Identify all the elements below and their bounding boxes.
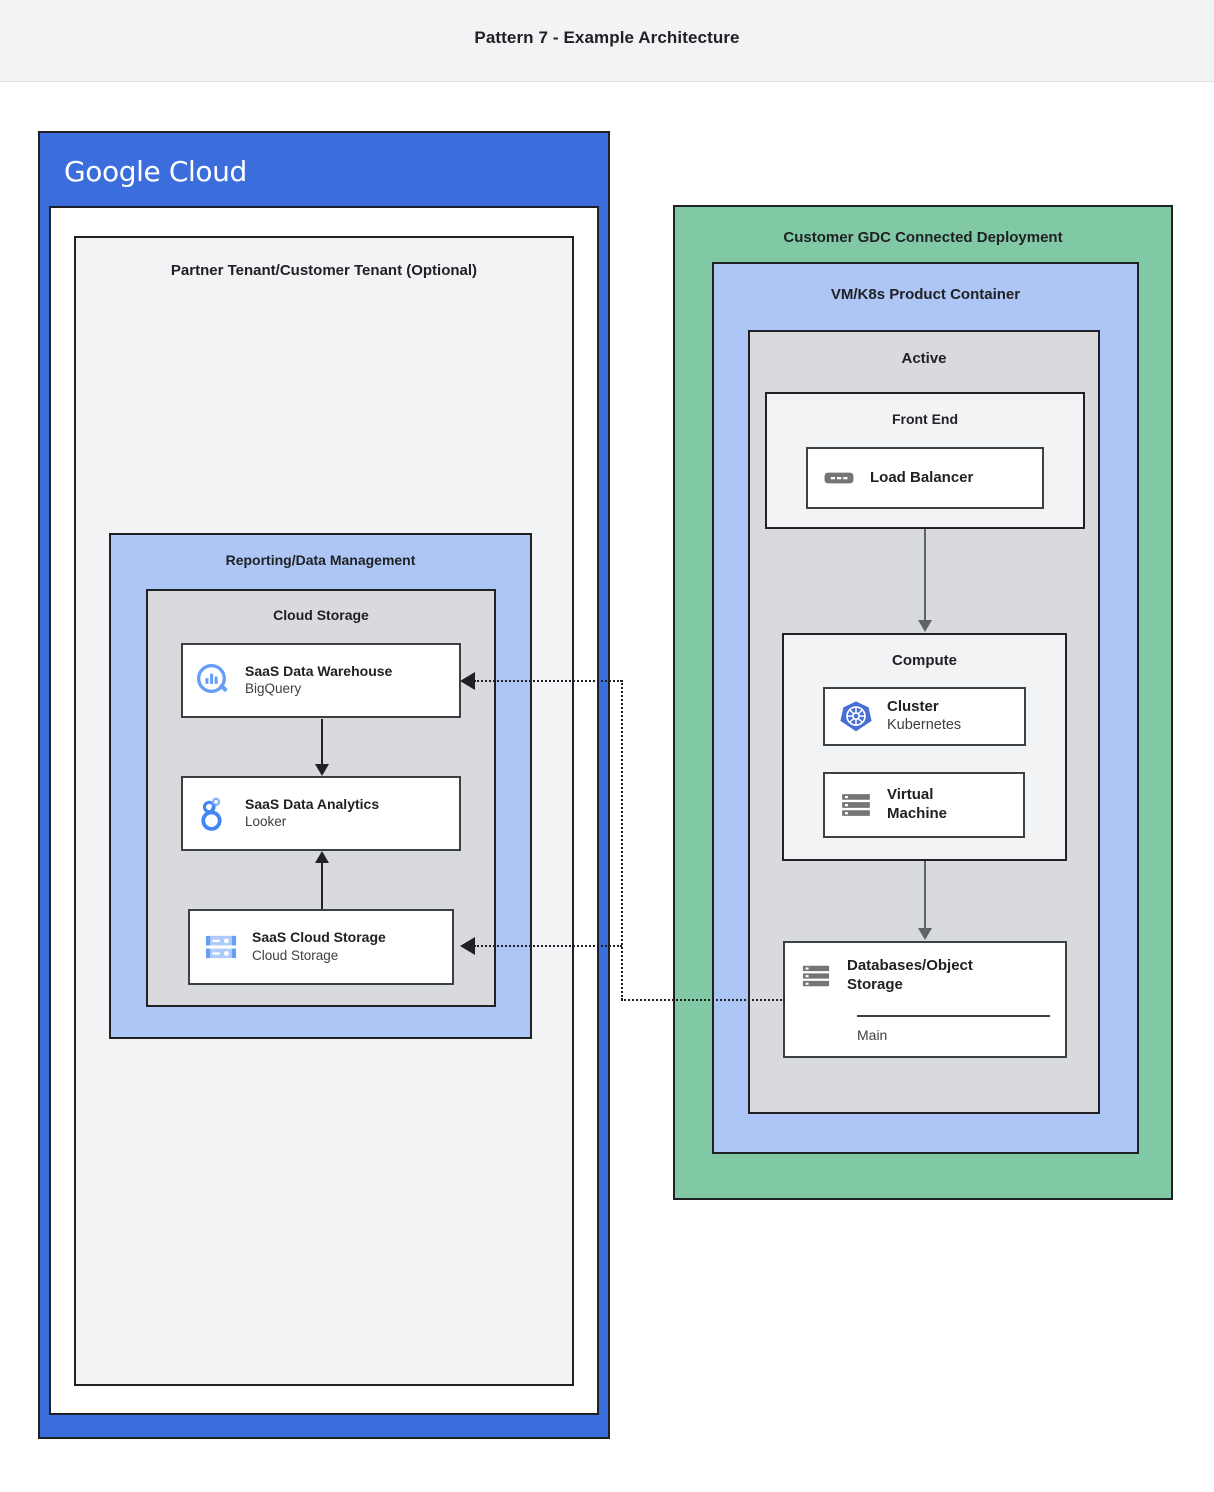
page-title: Pattern 7 - Example Architecture: [474, 28, 740, 47]
card-title-line2: Machine: [887, 805, 948, 822]
card-text: SaaS Data Warehouse BigQuery: [245, 663, 392, 698]
load-balancer-icon: [816, 461, 862, 495]
card-cluster-kubernetes[interactable]: Cluster Kubernetes: [823, 687, 1026, 746]
card-title: SaaS Cloud Storage: [252, 929, 386, 946]
card-text: SaaS Cloud Storage Cloud Storage: [252, 929, 386, 964]
card-divider: [857, 1015, 1050, 1017]
customer-gdc-label: Customer GDC Connected Deployment: [783, 229, 1063, 246]
card-title: Cluster: [887, 697, 939, 715]
virtual-machine-icon: [833, 788, 879, 822]
cloud-storage-icon: [198, 928, 244, 966]
card-title: Load Balancer: [870, 468, 974, 486]
card-subtitle: Looker: [245, 814, 287, 830]
card-text: Load Balancer: [870, 469, 973, 488]
title-bar: Pattern 7 - Example Architecture: [0, 0, 1214, 82]
reporting-data-management-label: Reporting/Data Management: [225, 552, 416, 568]
connector-db-to-cloud-storage-horizontal: [474, 945, 622, 947]
card-title-line2: Storage: [847, 975, 903, 993]
partner-tenant-label: Partner Tenant/Customer Tenant (Optional…: [170, 262, 478, 279]
connector-vertical-riser: [621, 680, 623, 1000]
card-text: SaaS Data Analytics Looker: [245, 796, 379, 831]
google-cloud-logo-google: Google: [64, 155, 161, 188]
compute-label: Compute: [892, 652, 957, 669]
card-title: Databases/Object: [847, 957, 973, 974]
card-title: SaaS Data Analytics: [245, 795, 380, 812]
connector-db-to-cloud-storage-arrowhead: [460, 937, 475, 955]
google-cloud-logo: Google Cloud: [64, 155, 247, 188]
card-subtitle: Cloud Storage: [252, 947, 339, 963]
card-saas-data-analytics[interactable]: SaaS Data Analytics Looker: [181, 776, 461, 851]
cloud-storage-group-label: Cloud Storage: [273, 607, 369, 623]
card-load-balancer[interactable]: Load Balancer: [806, 447, 1044, 509]
connector-database-to-riser-horizontal: [621, 999, 785, 1001]
card-text: Databases/Object Storage: [847, 957, 973, 995]
card-subtitle: Main: [857, 1027, 888, 1043]
connector-db-to-bigquery-horizontal: [474, 680, 622, 682]
card-text: Cluster Kubernetes: [887, 698, 961, 736]
bigquery-icon: [191, 662, 237, 700]
google-cloud-logo-cloud: Cloud: [168, 155, 247, 188]
kubernetes-icon: [833, 699, 879, 735]
card-saas-data-warehouse[interactable]: SaaS Data Warehouse BigQuery: [181, 643, 461, 718]
card-title: Virtual: [887, 786, 934, 804]
card-saas-cloud-storage[interactable]: SaaS Cloud Storage Cloud Storage: [188, 909, 454, 985]
card-virtual-machine[interactable]: Virtual Machine: [823, 772, 1025, 838]
card-text: Virtual Machine: [887, 786, 947, 824]
card-databases-object-storage[interactable]: Databases/Object Storage Main: [783, 941, 1067, 1058]
front-end-label: Front End: [891, 411, 959, 427]
card-subtitle: Kubernetes: [887, 717, 962, 734]
database-icon: [793, 960, 839, 992]
card-header-row: Databases/Object Storage: [785, 943, 1065, 995]
looker-icon: [191, 795, 237, 833]
connector-db-to-bigquery-arrowhead: [460, 672, 475, 690]
active-group-label: Active: [901, 350, 947, 367]
card-subtitle: BigQuery: [245, 681, 302, 697]
card-title: SaaS Data Warehouse: [245, 662, 393, 679]
vm-k8s-product-container-label: VM/K8s Product Container: [830, 286, 1021, 303]
